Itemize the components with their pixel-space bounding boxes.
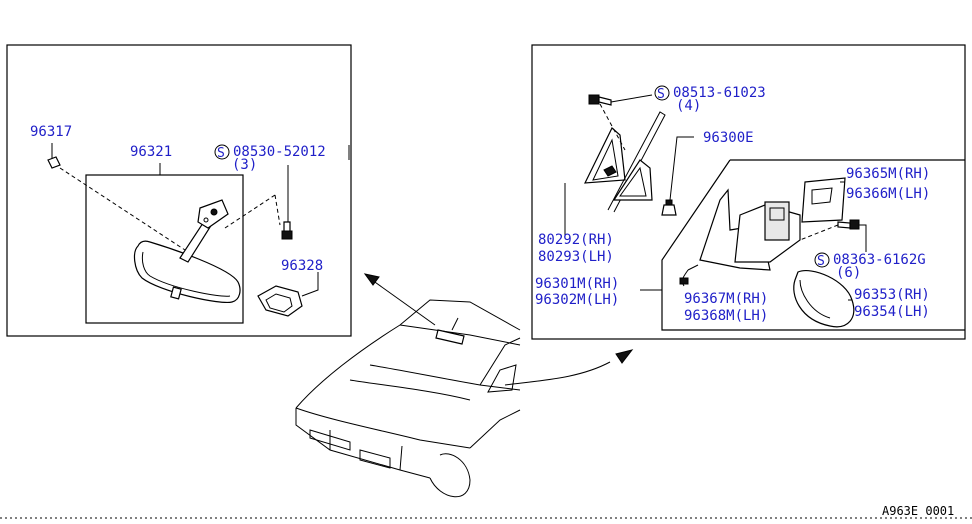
callout-96353: 96353(RH) (854, 287, 930, 303)
qty-08530: (3) (232, 157, 257, 173)
screw-08363-part (837, 219, 860, 230)
service-symbol-08513: S (654, 85, 670, 102)
service-symbol-08530: S (214, 144, 230, 161)
service-symbol-08363: S (814, 252, 830, 269)
leader-08363 (859, 224, 867, 252)
dash-screw-to-stay (224, 194, 281, 229)
grommet-96300E-part (661, 199, 677, 216)
callout-96317: 96317 (30, 124, 72, 140)
callout-96328: 96328 (281, 258, 323, 274)
callout-80293: 80293(LH) (538, 249, 614, 265)
finisher-80292-part (583, 127, 626, 184)
arrow-to-left-panel (363, 273, 436, 326)
clip-96317-part (47, 156, 61, 169)
reference-code: A963E 0001 (882, 504, 954, 518)
screw-08513-part (588, 94, 612, 106)
left-panel-frame (6, 44, 352, 337)
screw-08530-part (281, 221, 293, 240)
door-sash (607, 111, 666, 213)
symbol-s-08513: S (657, 87, 665, 102)
symbol-s-08363: S (817, 254, 825, 269)
callout-80292: 80292(RH) (538, 232, 614, 248)
dash-clip-to-mirror (59, 167, 186, 251)
callout-96367M: 96367M(RH) (684, 291, 768, 307)
symbol-s-08530: S (217, 146, 225, 161)
mirror-base-assembly (679, 188, 801, 287)
actuator-96365M-part (801, 177, 846, 223)
vehicle-illustration (295, 299, 521, 498)
callout-96366M: 96366M(LH) (846, 186, 930, 202)
dash-screw-to-base (799, 224, 839, 241)
callout-96302M: 96302M(LH) (535, 292, 619, 308)
callout-08530: 08530-52012 (233, 144, 326, 160)
inside-mirror-part (133, 199, 241, 304)
qty-08513: (4) (676, 98, 701, 114)
callout-96354: 96354(LH) (854, 304, 930, 320)
callout-96301M: 96301M(RH) (535, 276, 619, 292)
right-panel-frame (531, 44, 966, 340)
dash-screw-to-finisher (599, 103, 626, 151)
mirror-subgroup-frame-right (661, 159, 965, 331)
leader-08513 (610, 94, 653, 103)
callout-96300E: 96300E (703, 130, 754, 146)
mirror-subgroup-frame (85, 174, 244, 324)
callout-96368M: 96368M(LH) (684, 308, 768, 324)
callout-08363: 08363-6162G (833, 252, 926, 268)
callout-96321: 96321 (130, 144, 172, 160)
mirror-glass-96353-part (793, 270, 855, 328)
arrow-to-right-panel (504, 349, 634, 386)
qty-08363: (6) (836, 265, 861, 281)
leader-96300E (669, 136, 694, 201)
callout-08513: 08513-61023 (673, 85, 766, 101)
cover-96328-part (257, 285, 303, 317)
callout-96365M: 96365M(RH) (846, 166, 930, 182)
leader-96328 (301, 272, 319, 297)
